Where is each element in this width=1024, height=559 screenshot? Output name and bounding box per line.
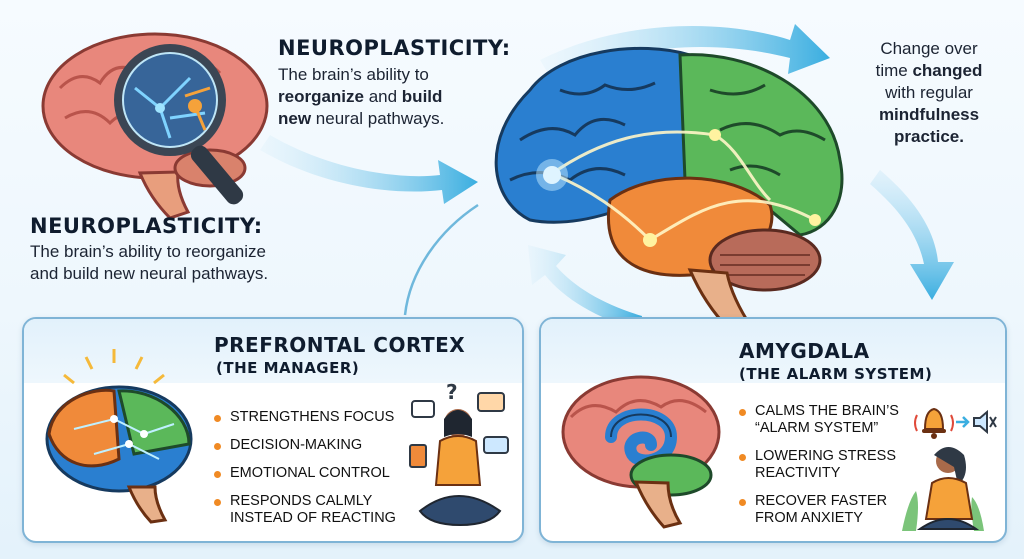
list-item: LOWERING STRESS (739, 448, 909, 465)
amygdala-card: AMYGDALA (THE ALARM SYSTEM) CALMS THE BR… (539, 317, 1007, 543)
right-note-line5: practice. (854, 126, 1004, 148)
prefrontal-brain-illustration (45, 349, 193, 524)
top-left-bold-reorganize: reorganize (278, 87, 364, 106)
alarm-bell-icon (914, 407, 954, 439)
speaker-muted-icon (973, 409, 997, 435)
right-note-line2: time changed (854, 60, 1004, 82)
right-note-changed: changed (912, 61, 983, 80)
list-item: RESPONDS CALMLY (214, 493, 414, 510)
list-item-text: FROM ANXIETY (755, 510, 863, 526)
top-left-line2: reorganize and build (278, 86, 518, 108)
right-note-line4: mindfulness (854, 104, 1004, 126)
bullet-dot (214, 415, 221, 422)
bullet-dot (739, 409, 746, 416)
right-note-mindfulness: mindfulness (878, 105, 980, 124)
meditating-person-illustration: ? (409, 381, 509, 527)
arrow-bottom-up (528, 245, 642, 330)
top-left-bold-build: build (401, 87, 443, 106)
list-item-text: “ALARM SYSTEM” (755, 420, 879, 436)
prefrontal-subtitle: (THE MANAGER) (216, 359, 360, 377)
arrow-top-right (540, 24, 830, 80)
amygdala-benefits-list: CALMS THE BRAIN’S “ALARM SYSTEM” LOWERIN… (739, 403, 909, 538)
list-item-text: LOWERING STRESS (755, 448, 896, 464)
top-left-and: and (363, 87, 402, 106)
right-note-time: time (875, 61, 913, 80)
main-brain-illustration (494, 46, 844, 330)
list-item-text: STRENGTHENS FOCUS (230, 409, 395, 425)
arrow-right-icon (956, 416, 970, 428)
mid-left-title: NEUROPLASTICITY: (30, 214, 263, 238)
amygdala-brain-illustration (561, 375, 721, 529)
bullet-dot (739, 499, 746, 506)
right-note-line1: Change over (880, 39, 978, 58)
top-left-title: NEUROPLASTICITY: (278, 36, 511, 60)
top-left-line3: new neural pathways. (278, 108, 518, 130)
list-item-text: CALMS THE BRAIN’S (755, 403, 899, 419)
list-item-continuation: “ALARM SYSTEM” (739, 420, 909, 437)
list-item-text: REACTIVITY (755, 465, 841, 481)
top-left-line1: The brain’s ability to (278, 65, 429, 84)
connector-line (403, 203, 479, 316)
list-item-text: INSTEAD OF REACTING (230, 510, 396, 526)
prefrontal-cortex-card: PREFRONTAL CORTEX (THE MANAGER) STRENGTH… (22, 317, 524, 543)
right-note-practice: practice. (894, 127, 964, 146)
arrow-to-brain (260, 135, 478, 204)
amygdala-subtitle: (THE ALARM SYSTEM) (739, 365, 933, 383)
right-note: Change over time changed with regular mi… (854, 38, 1004, 148)
amygdala-title: AMYGDALA (739, 339, 870, 363)
list-item: DECISION-MAKING (214, 437, 414, 454)
list-item: STRENGTHENS FOCUS (214, 409, 414, 426)
question-mark-icon: ? (446, 381, 458, 404)
prefrontal-card-header-band (24, 319, 522, 383)
bullet-dot (214, 499, 221, 506)
list-item-text: RESPONDS CALMLY (230, 493, 373, 509)
bullet-dot (739, 454, 746, 461)
top-left-description: The brain’s ability to reorganize and bu… (278, 64, 518, 130)
prefrontal-benefits-list: STRENGTHENS FOCUS DECISION-MAKING EMOTIO… (214, 409, 414, 538)
top-left-neural: neural pathways. (311, 109, 445, 128)
list-item-text: DECISION-MAKING (230, 437, 363, 453)
bullet-dot (214, 443, 221, 450)
arrow-right-down (870, 170, 954, 300)
list-item: RECOVER FASTER (739, 493, 909, 510)
list-item-continuation: REACTIVITY (739, 465, 909, 482)
amygdala-card-header-band (541, 319, 1005, 383)
prefrontal-title: PREFRONTAL CORTEX (214, 333, 466, 357)
top-left-bold-new: new (278, 109, 312, 128)
list-item-continuation: INSTEAD OF REACTING (214, 510, 414, 527)
list-item: CALMS THE BRAIN’S (739, 403, 909, 420)
list-item-text: EMOTIONAL CONTROL (230, 465, 390, 481)
calm-sitting-person-illustration (902, 447, 984, 531)
list-item: EMOTIONAL CONTROL (214, 465, 414, 482)
list-item-continuation: FROM ANXIETY (739, 510, 909, 527)
mid-left-line2: and build new neural pathways. (30, 264, 269, 283)
mid-left-line1: The brain’s ability to reorganize (30, 242, 266, 261)
bullet-dot (214, 471, 221, 478)
list-item-text: RECOVER FASTER (755, 493, 888, 509)
brain-magnifier-illustration (41, 32, 269, 220)
right-note-line3: with regular (885, 83, 973, 102)
